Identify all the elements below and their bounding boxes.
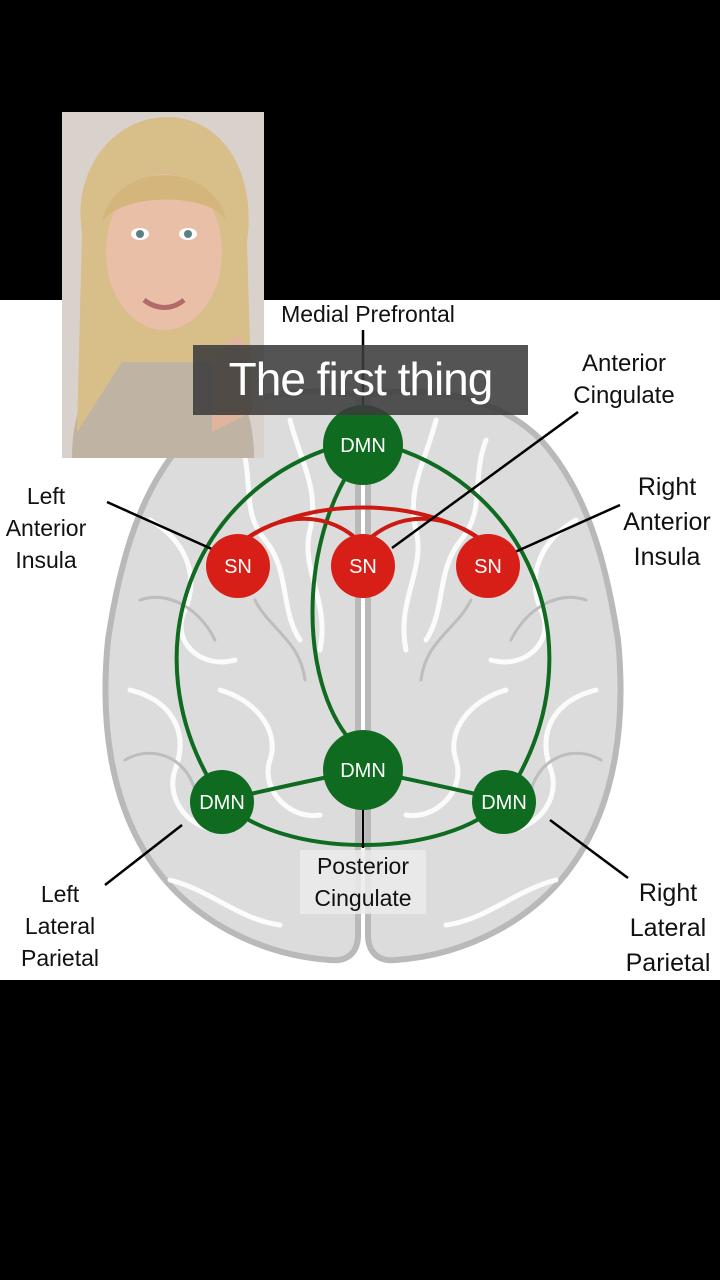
label-line: Insula — [633, 543, 701, 571]
label-line: Anterior — [623, 508, 711, 536]
label-line: Left — [40, 881, 80, 907]
node-anterior-cingulate: SN — [331, 534, 395, 598]
label-line: Lateral — [24, 913, 96, 939]
dmn-edge-mpfc-rlp — [362, 438, 552, 802]
leader-anterior-cingulate — [391, 410, 579, 550]
label-left-lateral-parietal: Left Lateral Parietal — [12, 878, 108, 974]
leader-left-lateral-parietal — [104, 824, 183, 886]
label-medial-prefrontal: Medial Prefrontal — [258, 298, 478, 330]
svg-text:SN: SN — [474, 556, 502, 578]
svg-text:SN: SN — [349, 556, 377, 578]
leader-right-lateral-parietal — [549, 818, 629, 880]
dmn-edge-mpfc-pcc — [310, 468, 352, 742]
svg-text:DMN: DMN — [340, 435, 386, 457]
node-left-lateral-parietal: DMN — [190, 770, 254, 834]
label-line: Anterior — [5, 515, 87, 541]
node-posterior-cingulate: DMN — [323, 730, 403, 810]
dmn-edge-mpfc-llp — [174, 438, 364, 802]
label-line: Insula — [15, 547, 77, 573]
sn-connections — [236, 505, 490, 547]
label-line: Cingulate — [573, 382, 675, 409]
svg-text:DMN: DMN — [199, 792, 245, 814]
svg-text:SN: SN — [224, 556, 252, 578]
label-line: Cingulate — [314, 885, 412, 911]
network-nodes: DMN SN SN SN DMN DMN — [190, 405, 536, 834]
svg-text:DMN: DMN — [340, 760, 386, 782]
label-line: Posterior — [316, 853, 410, 879]
video-caption: The first thing — [193, 345, 528, 415]
label-anterior-cingulate: Anterior Cingulate — [560, 348, 688, 412]
leader-left-anterior-insula — [106, 500, 215, 552]
label-leaders — [104, 330, 629, 886]
leader-right-anterior-insula — [514, 503, 621, 554]
node-right-lateral-parietal: DMN — [472, 770, 536, 834]
node-right-anterior-insula: SN — [456, 534, 520, 598]
label-line: Lateral — [629, 914, 707, 942]
label-line: Parietal — [21, 945, 99, 971]
sn-edge-lai-rai — [236, 505, 490, 547]
label-right-lateral-parietal: Right Lateral Parietal — [616, 876, 720, 981]
label-line: Parietal — [625, 949, 711, 977]
node-medial-prefrontal: DMN — [323, 405, 403, 485]
label-line: Anterior — [581, 350, 667, 377]
node-left-anterior-insula: SN — [206, 534, 270, 598]
label-right-anterior-insula: Right Anterior Insula — [614, 470, 720, 575]
label-line: Right — [638, 879, 698, 907]
label-line: Left — [26, 483, 66, 509]
svg-text:DMN: DMN — [481, 792, 527, 814]
label-posterior-cingulate: Posterior Cingulate — [300, 850, 426, 914]
label-text: Medial Prefrontal — [281, 301, 455, 327]
label-line: Right — [637, 473, 697, 501]
label-left-anterior-insula: Left Anterior Insula — [0, 480, 92, 576]
